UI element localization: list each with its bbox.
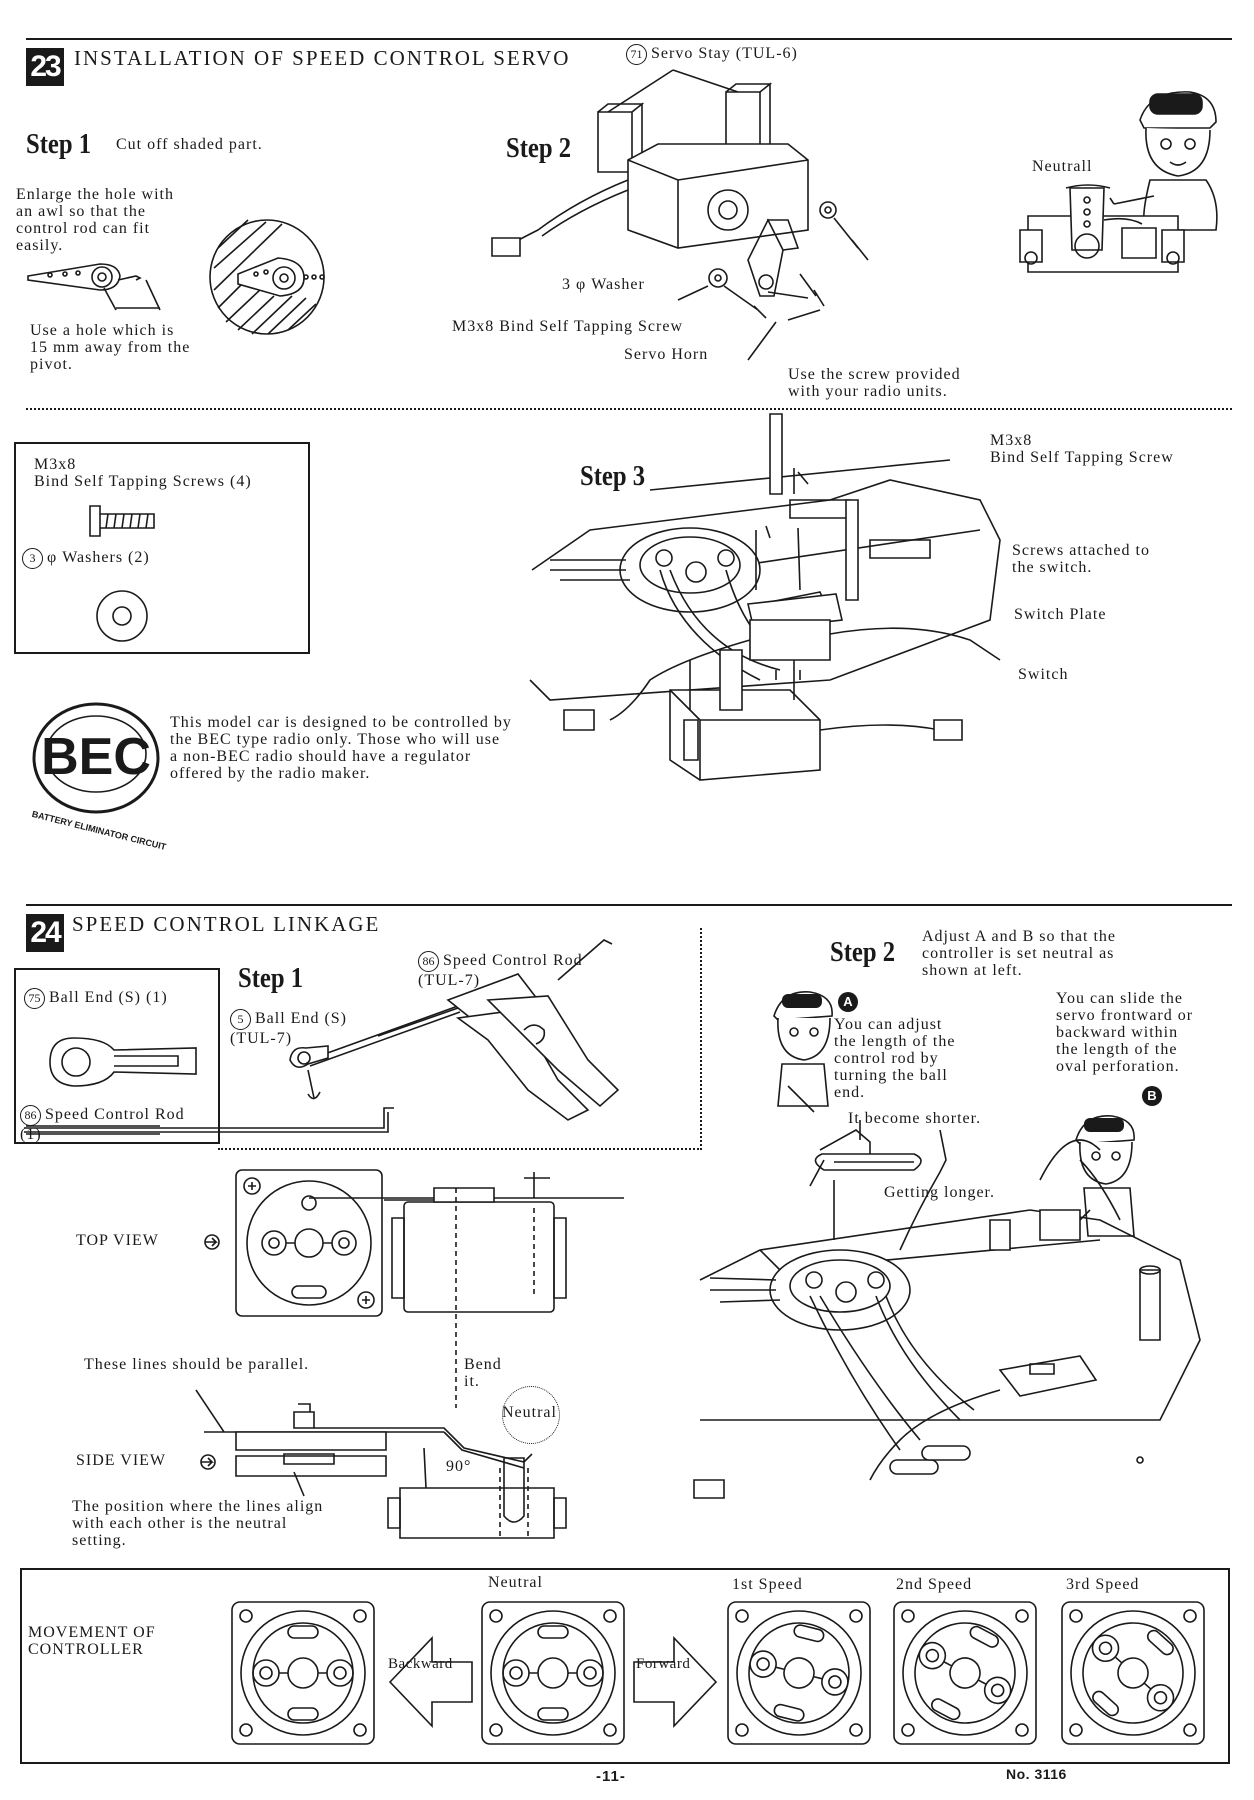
m3x8-screw-label: M3x8 Bind Self Tapping Screw xyxy=(452,318,684,335)
top-view-arrow-icon xyxy=(202,1232,222,1252)
shaded-part-illustration xyxy=(208,218,326,336)
forward-label: Forward xyxy=(636,1656,691,1672)
servo-horn-label: Servo Horn xyxy=(624,346,709,363)
section-23-rule xyxy=(26,38,1232,40)
movement-label: MOVEMENT OF CONTROLLER xyxy=(28,1624,156,1658)
movement-box xyxy=(20,1568,1230,1764)
step2-text: Adjust A and B so that the controller is… xyxy=(922,928,1116,979)
part-number-75: 75 xyxy=(24,988,45,1009)
mascot-a-illustration xyxy=(768,986,838,1116)
backward-arrow-icon xyxy=(388,1634,474,1730)
movement-2nd-label: 2nd Speed xyxy=(896,1576,973,1593)
side-view-arrow-icon xyxy=(198,1452,218,1472)
step1-label: Step 1 xyxy=(26,128,92,160)
enlarge-hole-text: Enlarge the hole with an awl so that the… xyxy=(16,186,174,254)
bend-label: Bend it. xyxy=(464,1356,502,1390)
step3-m3x8-label: M3x8 Bind Self Tapping Screw xyxy=(990,432,1174,466)
screws-attached-label: Screws attached to the switch. xyxy=(1012,542,1150,576)
neutral-label-top: Neutrall xyxy=(1032,158,1093,175)
section-23-number: 23 xyxy=(26,48,64,86)
use-hole-text: Use a hole which is 15 mm away from the … xyxy=(30,322,191,373)
section-23-title: INSTALLATION OF SPEED CONTROL SERVO xyxy=(74,46,571,70)
step2-chassis-illustration xyxy=(700,1120,1240,1530)
forward-arrow-icon xyxy=(632,1634,718,1730)
washer-label: 3 φ Washer xyxy=(562,276,645,293)
parallel-text: These lines should be parallel. xyxy=(84,1356,310,1373)
sec24-step2-label: Step 2 xyxy=(830,936,896,968)
bec-logo-text: BEC xyxy=(41,728,151,786)
label-b-badge: B xyxy=(1142,1086,1162,1106)
movement-1st-label: 1st Speed xyxy=(732,1576,803,1593)
screw-icon xyxy=(84,504,158,540)
third-speed-dial xyxy=(1058,1598,1208,1748)
backward-label: Backward xyxy=(388,1656,453,1672)
movement-3rd-label: 3rd Speed xyxy=(1066,1576,1140,1593)
movement-neutral-label: Neutral xyxy=(488,1574,543,1591)
part-number-5: 5 xyxy=(230,1009,251,1030)
part-number-71: 71 xyxy=(626,44,647,65)
servo-step2-illustration xyxy=(498,60,888,350)
step3-label: Step 3 xyxy=(580,460,646,492)
adjust-b-text: You can slide the servo frontward or bac… xyxy=(1056,990,1194,1075)
sec24-step1-label: Step 1 xyxy=(238,962,304,994)
part-number-3: 3 xyxy=(22,548,43,569)
parts-m3x8-label: M3x8 Bind Self Tapping Screws (4) xyxy=(34,456,252,490)
shorter-text: It become shorter. xyxy=(848,1110,982,1127)
section-24-number: 24 xyxy=(26,914,64,952)
second-speed-dial xyxy=(890,1598,1040,1748)
neutral-side-label: Neutral xyxy=(502,1404,557,1421)
top-view-controller-illustration xyxy=(234,1168,594,1318)
bec-description: This model car is designed to be control… xyxy=(170,714,512,782)
servo-neutral-illustration xyxy=(1018,180,1188,295)
document-number: No. 3116 xyxy=(1006,1766,1067,1782)
label-a-badge: A xyxy=(838,992,858,1012)
ball-end-icon xyxy=(48,1034,208,1090)
longer-text: Getting longer. xyxy=(884,1184,995,1201)
step3-chassis-illustration xyxy=(530,420,1020,890)
section-24-title: SPEED CONTROL LINKAGE xyxy=(72,912,381,936)
backward-dial xyxy=(228,1598,378,1748)
section-24-rule xyxy=(26,904,1232,906)
servo-horn-illustration xyxy=(20,250,170,320)
pliers-illustration xyxy=(288,960,628,1140)
use-screw-text: Use the screw provided with your radio u… xyxy=(788,366,961,400)
first-speed-dial xyxy=(724,1598,874,1748)
neutral-circle xyxy=(502,1386,560,1444)
step1-dashed-region xyxy=(218,928,702,1150)
switch-plate-label: Switch Plate xyxy=(1014,606,1107,623)
side-view-label: SIDE VIEW xyxy=(76,1452,167,1469)
step2-label: Step 2 xyxy=(506,132,572,164)
sec24-parts-box xyxy=(14,968,220,1144)
step1-text: Cut off shaded part. xyxy=(116,136,263,153)
page-number: -11- xyxy=(596,1768,626,1785)
section-23-divider xyxy=(26,408,1232,410)
bec-logo-icon: BEC xyxy=(26,700,166,820)
top-view-label: TOP VIEW xyxy=(76,1232,159,1249)
washer-icon xyxy=(94,588,150,644)
angle-label: 90° xyxy=(446,1458,472,1475)
parts-box xyxy=(14,442,310,654)
rod-icon xyxy=(20,1104,396,1134)
position-text: The position where the lines align with … xyxy=(72,1498,324,1549)
side-view-illustration xyxy=(194,1388,564,1558)
adjust-a-text: You can adjust the length of the control… xyxy=(834,1016,956,1101)
neutral-dial xyxy=(478,1598,628,1748)
switch-label: Switch xyxy=(1018,666,1069,683)
